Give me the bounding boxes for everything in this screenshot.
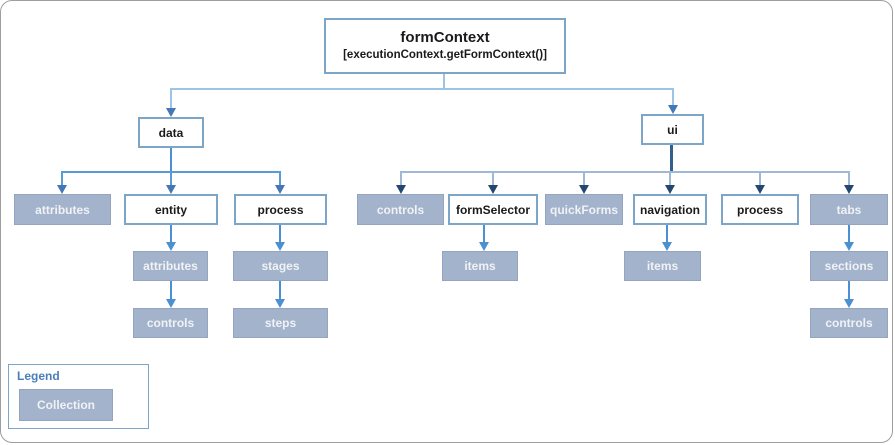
connector-ui-to-navigation <box>669 171 671 186</box>
arrowhead-attributes-controls <box>166 299 176 308</box>
formcontext-subtitle: [executionContext.getFormContext()] <box>343 49 547 62</box>
arrowhead-to-attributes-collection <box>57 185 67 194</box>
arrowhead-to-formselector <box>488 185 498 194</box>
node-ui-controls: controls <box>357 194 444 225</box>
connector-data-trunk <box>170 148 172 172</box>
node-ui: ui <box>641 114 704 145</box>
connector-process-to-stages <box>279 225 281 243</box>
node-entity: entity <box>124 194 218 225</box>
connector-navigation-to-items <box>666 225 668 243</box>
connector-ui-to-formselector <box>492 171 494 186</box>
node-entity-controls: controls <box>133 308 208 338</box>
arrowhead-sections-controls <box>844 299 854 308</box>
node-data-attributes: attributes <box>14 194 111 225</box>
connector-ui-horizontal <box>400 171 850 173</box>
node-formselector-items: items <box>442 251 518 281</box>
connector-ui-to-tabs <box>848 171 850 186</box>
arrowhead-entity-attributes <box>166 242 176 251</box>
node-tabs: tabs <box>810 194 888 225</box>
arrowhead-stages-steps <box>275 299 285 308</box>
connector-ui-to-quickforms <box>583 171 585 186</box>
connector-data-to-entity <box>170 172 172 186</box>
connector-entity-to-attributes <box>170 225 172 243</box>
arrowhead-to-navigation <box>665 185 675 194</box>
node-data-process: process <box>234 194 327 225</box>
connector-data-to-attributes <box>61 171 63 186</box>
node-data: data <box>138 117 204 148</box>
connector-root-to-ui <box>672 88 674 106</box>
connector-stages-to-steps <box>279 281 281 300</box>
node-ui-process: process <box>721 194 799 225</box>
arrowhead-to-ui-controls <box>396 185 406 194</box>
connector-tabs-to-sections <box>848 225 850 243</box>
node-process-stages: stages <box>233 251 328 281</box>
node-process-steps: steps <box>233 308 328 338</box>
connector-ui-to-process <box>759 171 761 186</box>
connector-attributes-to-controls <box>170 281 172 300</box>
node-quickforms: quickForms <box>545 194 623 225</box>
arrowhead-formselector-items <box>479 242 489 251</box>
formcontext-title: formContext <box>400 29 490 47</box>
node-navigation-items: items <box>624 251 701 281</box>
node-tabs-controls: controls <box>810 308 888 338</box>
arrowhead-navigation-items <box>662 242 672 251</box>
connector-ui-to-controls <box>400 171 402 186</box>
node-navigation: navigation <box>633 194 707 225</box>
connector-root-to-data <box>170 88 172 109</box>
node-tabs-sections: sections <box>810 251 888 281</box>
connector-root-horizontal <box>170 88 674 90</box>
arrowhead-to-ui <box>668 105 678 114</box>
arrowhead-tabs-sections <box>844 242 854 251</box>
arrowhead-to-entity <box>166 185 176 194</box>
arrowhead-to-data <box>166 108 176 117</box>
connector-root-trunk <box>443 74 445 89</box>
connector-formselector-to-items <box>483 225 485 243</box>
legend-collection-swatch: Collection <box>19 389 113 421</box>
legend: Legend Collection <box>8 364 149 429</box>
arrowhead-to-ui-process <box>755 185 765 194</box>
legend-title: Legend <box>17 369 60 383</box>
arrowhead-process-stages <box>275 242 285 251</box>
node-formcontext: formContext [executionContext.getFormCon… <box>324 18 566 74</box>
arrowhead-to-quickforms <box>579 185 589 194</box>
node-entity-attributes: attributes <box>133 251 208 281</box>
connector-sections-to-controls <box>848 281 850 300</box>
node-formselector: formSelector <box>448 194 538 225</box>
arrowhead-to-process <box>275 185 285 194</box>
arrowhead-to-tabs <box>844 185 854 194</box>
connector-ui-trunk <box>670 145 673 172</box>
connector-data-to-process <box>279 171 281 186</box>
